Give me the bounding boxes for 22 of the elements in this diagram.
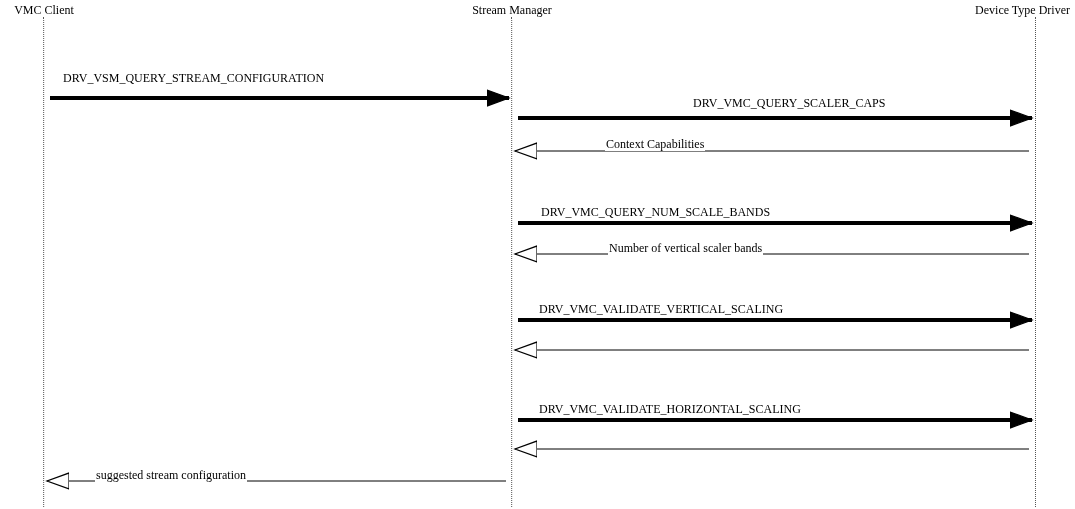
participant-label: VMC Client xyxy=(14,3,74,17)
message-arrow xyxy=(518,411,1033,429)
message-arrow xyxy=(518,109,1033,127)
edge-label: Number of vertical scaler bands xyxy=(608,242,764,255)
message-arrow xyxy=(514,142,1030,160)
message-arrow xyxy=(46,472,507,490)
edge-label: DRV_VMC_QUERY_NUM_SCALE_BANDS xyxy=(540,206,772,219)
edge-label: Context Capabilities xyxy=(605,138,706,151)
message-arrow xyxy=(514,245,1030,263)
message-arrow xyxy=(514,341,1030,359)
message-arrow xyxy=(518,214,1033,232)
participant-label: Stream Manager xyxy=(472,3,552,17)
edge-label: DRV_VMC_QUERY_SCALER_CAPS xyxy=(692,97,887,110)
edge-label: suggested stream configuration xyxy=(95,469,247,482)
message-arrow xyxy=(514,440,1030,458)
message-arrow xyxy=(50,89,510,107)
edge-label: DRV_VMC_VALIDATE_HORIZONTAL_SCALING xyxy=(538,403,802,416)
edge-label: DRV_VSM_QUERY_STREAM_CONFIGURATION xyxy=(62,72,326,85)
edge-label: DRV_VMC_VALIDATE_VERTICAL_SCALING xyxy=(538,303,785,316)
participant-label: Device Type Driver xyxy=(975,3,1070,17)
message-arrow xyxy=(518,311,1033,329)
lifeline xyxy=(975,3,1070,507)
